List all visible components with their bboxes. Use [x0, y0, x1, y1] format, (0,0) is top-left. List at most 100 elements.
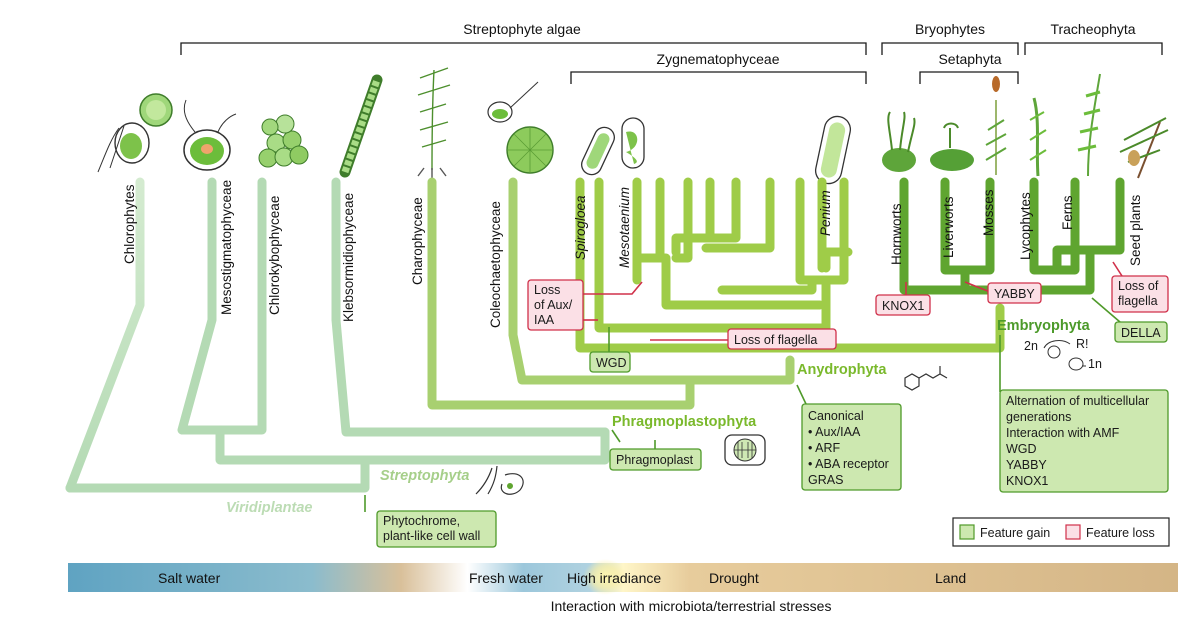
environment-bar: Salt water Fresh water High irradiance D…: [68, 559, 1178, 595]
embryophyta-traits-box: Alternation of multicellular generations…: [999, 389, 1169, 493]
loss-flagella-mid-box: Loss of flagella: [727, 328, 837, 350]
clade-embryophyta: Embryophyta: [997, 318, 1091, 334]
penium-cell-illustration: [814, 115, 852, 185]
taxon-labels: Chlorophytes Mesostigmatophyceae Chlorok…: [122, 180, 1143, 328]
bracket-setaphyta: [919, 71, 1019, 84]
hormone-molecule-icon: [904, 366, 948, 391]
phragmoplast-gain-box: Phragmoplast: [609, 448, 702, 471]
phragmoplast-gain-text: Phragmoplast: [616, 453, 694, 467]
clade-viridiplantae: Viridiplantae: [226, 500, 312, 516]
bracket-zygnematophyceae: [570, 71, 867, 84]
taxon-spirogloea: Spirogloea: [573, 195, 588, 260]
loss-aux-line-1: Loss: [534, 283, 560, 297]
taxon-seed-plants: Seed plants: [1128, 194, 1143, 266]
taxon-coleochaetophyceae: Coleochaetophyceae: [488, 201, 503, 328]
tree-branches: [65, 177, 1125, 493]
loss-aux-iaa-box: Loss of Aux/ IAA: [527, 279, 584, 331]
chara-plant-illustration: [417, 67, 451, 178]
embryophyta-trait-1: Alternation of multicellular: [1006, 394, 1149, 408]
canonical-line-3: • ARF: [808, 441, 841, 455]
taxon-lycophytes: Lycophytes: [1018, 192, 1033, 260]
taxon-penium: Penium: [818, 190, 833, 236]
phytochrome-gain-box: Phytochrome, plant-like cell wall: [376, 510, 497, 548]
chlorophyte-cell-illustration: [97, 93, 173, 173]
liverwort-illustration: [930, 122, 974, 171]
taxon-chlorokybophyceae: Chlorokybophyceae: [267, 196, 282, 315]
canonical-gain-box: Canonical • Aux/IAA • ARF • ABA receptor…: [801, 403, 902, 491]
taxon-ferns: Ferns: [1060, 195, 1075, 230]
taxon-mesostigmatophyceae: Mesostigmatophyceae: [219, 180, 234, 315]
env-land: Land: [935, 570, 966, 586]
mesostigma-cell-illustration: [183, 99, 237, 171]
life-cycle-icon: 2n R! 1n: [1024, 337, 1102, 371]
bracket-tracheophyta: [1024, 42, 1163, 55]
canonical-line-4: • ABA receptor: [808, 457, 889, 471]
legend-gain-label: Feature gain: [980, 526, 1050, 540]
life-cycle-2n: 2n: [1024, 339, 1038, 353]
wgd-gain-text: WGD: [596, 356, 627, 370]
env-drought: Drought: [709, 570, 759, 586]
moss-illustration: [985, 76, 1007, 175]
embryophyta-trait-5: YABBY: [1006, 458, 1047, 472]
knox1-loss-box: KNOX1: [875, 294, 931, 316]
spirogloea-cell-illustration: [581, 126, 615, 176]
knox1-loss-text: KNOX1: [882, 299, 924, 313]
wgd-gain-box: WGD: [589, 351, 631, 373]
taxon-mesotaenium: Mesotaenium: [617, 187, 632, 268]
label-bryophytes: Bryophytes: [915, 21, 985, 37]
hornwort-illustration: [882, 111, 916, 172]
yabby-loss-text: YABBY: [994, 287, 1035, 301]
legend-loss-label: Feature loss: [1086, 526, 1155, 540]
label-tracheophyta: Tracheophyta: [1050, 21, 1135, 37]
canonical-line-5: GRAS: [808, 473, 843, 487]
legend: Feature gain Feature loss: [952, 517, 1170, 547]
della-gain-box: DELLA: [1114, 321, 1168, 343]
clade-anydrophyta: Anydrophyta: [797, 362, 887, 378]
taxon-mosses: Mosses: [981, 189, 996, 236]
embryophyta-trait-3: Interaction with AMF: [1006, 426, 1120, 440]
embryophyta-trait-6: KNOX1: [1006, 474, 1048, 488]
clade-streptophyta: Streptophyta: [380, 468, 469, 484]
loss-flagella-mid-text: Loss of flagella: [734, 333, 817, 347]
loss-flagella-seed-box: Loss of flagella: [1111, 275, 1169, 313]
loss-flagella-seed-line-2: flagella: [1118, 294, 1158, 308]
yabby-loss-box: YABBY: [987, 282, 1042, 304]
taxon-chlorophytes: Chlorophytes: [122, 184, 137, 264]
legend-loss-swatch: [1065, 524, 1081, 540]
klebsormidium-filament-illustration: [339, 74, 383, 178]
taxon-klebsormidiophyceae: Klebsormidiophyceae: [341, 193, 356, 322]
label-setaphyta: Setaphyta: [938, 51, 1001, 67]
taxon-charophyceae: Charophyceae: [410, 197, 425, 285]
embryophyta-trait-2: generations: [1006, 410, 1071, 424]
clade-phragmoplastophyta: Phragmoplastophyta: [612, 414, 757, 430]
bracket-streptophyte-algae: [180, 42, 867, 55]
bracket-bryophytes: [881, 42, 1019, 55]
phytochrome-line-1: Phytochrome,: [383, 514, 460, 528]
phragmoplast-cell-icon: [724, 434, 766, 466]
env-salt-water: Salt water: [158, 570, 221, 586]
connectors: [364, 261, 1123, 512]
env-high-irradiance: High irradiance: [567, 570, 661, 586]
lycophyte-illustration: [1029, 97, 1047, 177]
legend-gain-swatch: [959, 524, 975, 540]
life-cycle-r: R!: [1076, 337, 1089, 351]
loss-aux-line-2: of Aux/: [534, 298, 573, 312]
coleochaete-disc-illustration: [487, 81, 554, 174]
life-cycle-1n: 1n: [1088, 357, 1102, 371]
della-gain-text: DELLA: [1121, 326, 1161, 340]
streptophyta-flagellate-icon: [475, 465, 524, 495]
embryophyta-trait-4: WGD: [1006, 442, 1037, 456]
canonical-line-1: Canonical: [808, 409, 864, 423]
label-streptophyte-algae: Streptophyte algae: [463, 21, 581, 37]
mesotaenium-cell-illustration: [621, 117, 645, 169]
canonical-line-2: • Aux/IAA: [808, 425, 861, 439]
fern-illustration: [1077, 73, 1101, 177]
seed-plant-illustration: [1119, 117, 1169, 179]
env-fresh-water: Fresh water: [469, 570, 543, 586]
chlorokybus-cluster-illustration: [258, 114, 309, 168]
label-zygnematophyceae: Zygnematophyceae: [657, 51, 780, 67]
caption-microbiota: Interaction with microbiota/terrestrial …: [551, 598, 832, 614]
loss-flagella-seed-line-1: Loss of: [1118, 279, 1159, 293]
taxon-liverworts: Liverworts: [941, 196, 956, 258]
